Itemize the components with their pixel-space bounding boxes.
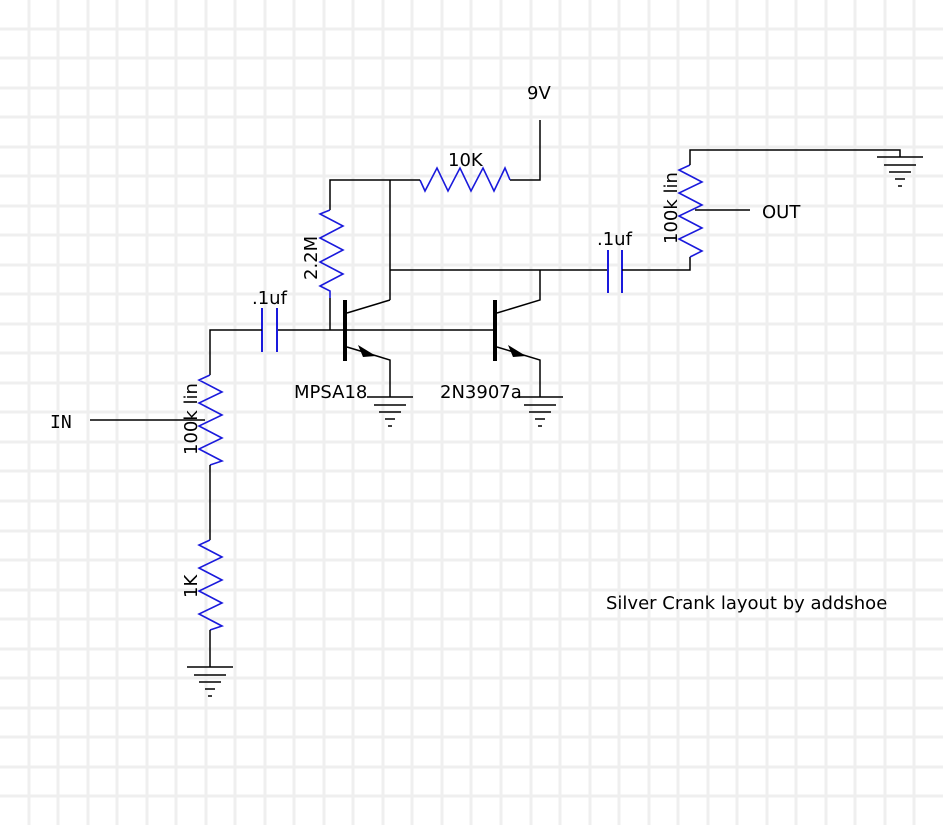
output-ground-icon [877, 156, 923, 187]
input-label: IN [50, 412, 72, 433]
cap-out-wire [622, 257, 691, 271]
resistor-2-2m-symbol [318, 209, 345, 298]
resistor-10k-label: 10K [448, 150, 484, 171]
pot-output: 100k lin OUT [661, 149, 901, 258]
q2-emitter-arrow-icon [508, 345, 526, 357]
transistor-q2: 2N3907a [440, 270, 541, 403]
q1-emitter-arrow-icon [358, 345, 376, 357]
pot-output-label: 100k lin [661, 172, 682, 244]
pot-input-symbol [197, 374, 225, 466]
q2-ground-icon [517, 396, 563, 427]
resistor-1k-label: 1K [181, 574, 202, 598]
resistor-10k-symbol [419, 166, 511, 193]
cap-in-wire [209, 329, 262, 375]
pot-input: IN 100k lin [50, 374, 225, 466]
cap-in-label: .1uf [252, 288, 288, 309]
q1-collector [346, 299, 391, 314]
pot-input-label: 100k lin [181, 383, 202, 455]
resistor-2-2m: 2.2M [301, 209, 345, 330]
cap-out-label: .1uf [597, 229, 633, 250]
q2-collector [496, 270, 541, 314]
resistor-10k: 10K [419, 150, 511, 193]
pot-output-ground-wire [689, 149, 901, 165]
supply-label: 9V [527, 83, 551, 104]
pot-output-symbol [677, 164, 704, 258]
top-node-wire [329, 179, 420, 210]
input-ground-icon [187, 666, 233, 697]
supply-9v: 9V [510, 83, 551, 181]
supply-wire [510, 120, 541, 181]
q1-ground-icon [367, 396, 413, 427]
transistor-q1: MPSA18 [294, 299, 391, 403]
resistor-1k: 1K [181, 539, 225, 667]
q2-label: 2N3907a [440, 382, 522, 403]
capacitor-out: .1uf [597, 229, 633, 293]
resistor-2-2m-label: 2.2M [301, 236, 322, 280]
credit-text: Silver Crank layout by addshoe [606, 593, 887, 614]
resistor-1k-symbol [197, 539, 225, 631]
output-label: OUT [762, 202, 801, 223]
q1-label: MPSA18 [294, 382, 367, 403]
capacitor-in: .1uf [252, 288, 288, 352]
